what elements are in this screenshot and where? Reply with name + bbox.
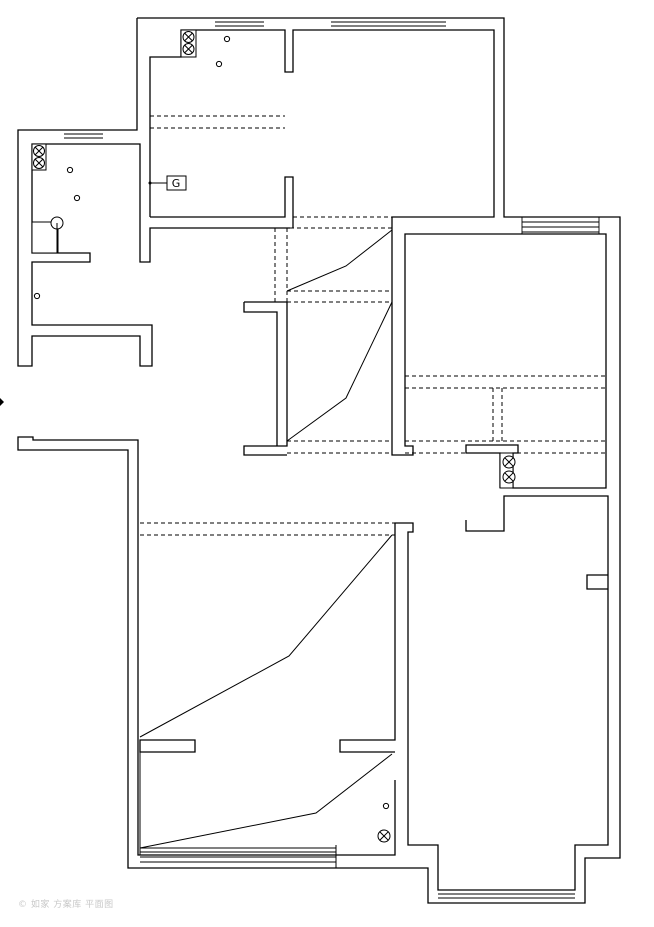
window-kitchen-top-right xyxy=(331,17,446,31)
socket-icon xyxy=(215,60,223,68)
socket-icon xyxy=(73,194,81,202)
window-lower-left-bottom xyxy=(140,847,336,863)
door-swing-lower-left xyxy=(139,534,393,738)
socket-icon xyxy=(223,35,231,43)
light-fixture-icon xyxy=(180,29,197,58)
watermark-text: © 如家 方案库 平面图 xyxy=(18,900,114,910)
door-swing-stair-upper xyxy=(286,229,393,292)
switch-icon: G xyxy=(148,175,187,191)
diamond-arrow-icon xyxy=(0,398,4,406)
wall-kitchen-inner xyxy=(149,29,495,218)
wall-kitchen-left xyxy=(17,18,290,367)
wall-left-stair-inner xyxy=(243,302,278,446)
door-swings xyxy=(139,229,393,849)
wall-kitchen-outer xyxy=(17,17,621,904)
window-bath-left xyxy=(64,129,103,145)
fixtures: G xyxy=(0,29,516,843)
window-right-bedroom-top xyxy=(521,216,600,234)
svg-text:G: G xyxy=(172,177,181,190)
wall-lower-left-inner xyxy=(139,739,196,753)
light-fixture-icon xyxy=(31,143,47,171)
wall-kitchen-stub-bottom xyxy=(150,176,294,228)
door-swing-lower-bath xyxy=(139,753,393,849)
window-lower-right-bottom xyxy=(438,889,575,904)
socket-icon xyxy=(33,292,41,300)
wall-left-stair xyxy=(243,301,288,456)
wall-right-bedroom-notch xyxy=(586,574,608,590)
windows xyxy=(64,17,600,904)
light-fixture-icon xyxy=(377,829,391,843)
door-swing-stair-lower xyxy=(286,301,393,442)
walls xyxy=(17,17,621,904)
socket-icon xyxy=(66,166,74,174)
dashed-lines xyxy=(140,115,606,536)
wall-center-column xyxy=(391,217,607,489)
light-fixture-icon xyxy=(499,452,516,489)
water-heater-icon xyxy=(31,216,64,254)
window-kitchen-top-left xyxy=(215,17,264,31)
socket-icon xyxy=(382,802,390,810)
wall-right-bedroom xyxy=(339,495,609,891)
